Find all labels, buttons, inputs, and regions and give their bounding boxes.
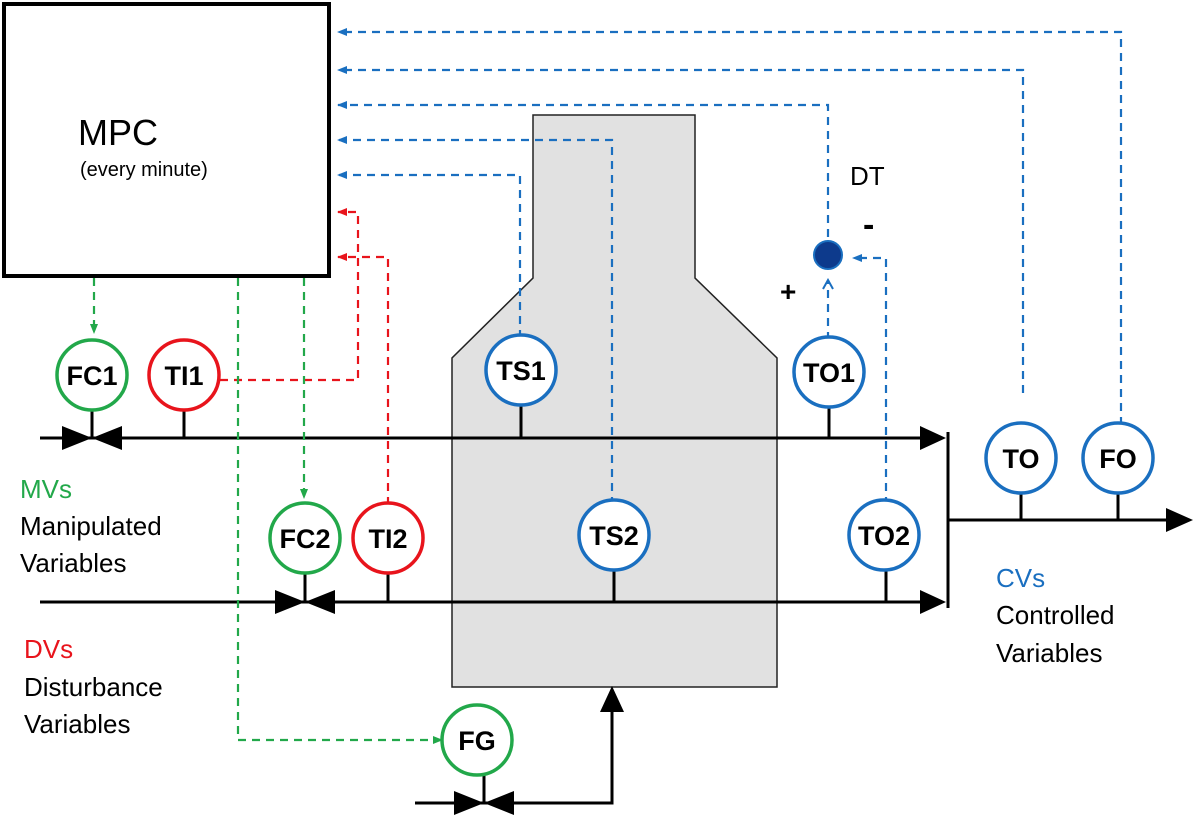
instrument-ti2[interactable]: TI2 [351, 501, 425, 575]
instrument-to1[interactable]: TO1 [792, 335, 866, 409]
dt-label: DT [850, 161, 885, 191]
cv-signal-lines [337, 28, 1123, 505]
mpc-subtitle: (every minute) [80, 159, 208, 181]
instrument-ts2[interactable]: TS2 [577, 498, 651, 572]
cv-abbr: CVs [996, 563, 1045, 593]
dv-line2: Variables [24, 709, 130, 739]
mv-signal-lines [90, 278, 443, 744]
instrument-to[interactable]: TO [984, 421, 1058, 495]
mv-line1: Manipulated [20, 511, 162, 541]
instrument-fg[interactable]: FG [440, 703, 514, 777]
instrument-ti1[interactable]: TI1 [147, 338, 221, 412]
pipe-arrowheads [600, 426, 1193, 712]
instrument-to2[interactable]: TO2 [847, 498, 921, 572]
cv-line2: Variables [996, 638, 1102, 668]
minus-sign: - [863, 206, 874, 244]
dv-line1: Disturbance [24, 672, 163, 702]
instrument-ts1[interactable]: TS1 [484, 333, 558, 407]
mv-line2: Variables [20, 548, 126, 578]
mpc-box [2, 2, 331, 278]
instrument-label: FC2 [279, 524, 330, 554]
instrument-label: TO1 [803, 358, 855, 388]
instrument-label: TS1 [496, 356, 546, 386]
mpc-title: MPC [78, 112, 158, 153]
valve-fc2[interactable] [275, 590, 335, 614]
instrument-label: TS2 [589, 521, 639, 551]
valve-fc1[interactable] [62, 426, 122, 450]
instrument-label: FG [458, 726, 496, 756]
instrument-label: FC1 [66, 361, 117, 391]
instrument-label: FO [1099, 444, 1137, 474]
instrument-fo[interactable]: FO [1081, 421, 1155, 495]
instrument-label: TI1 [164, 361, 203, 391]
mv-abbr: MVs [20, 474, 72, 504]
dt-junction [813, 240, 843, 270]
cv-line1: Controlled [996, 600, 1115, 630]
instrument-label: TI2 [368, 524, 407, 554]
dv-abbr: DVs [24, 634, 73, 664]
vessel [451, 114, 778, 688]
valve-fg[interactable] [454, 791, 514, 815]
instrument-fc2[interactable]: FC2 [268, 501, 342, 575]
plus-sign: + [780, 276, 796, 307]
instrument-fc1[interactable]: FC1 [55, 338, 129, 412]
instrument-label: TO2 [858, 521, 910, 551]
process-lines [40, 398, 1170, 805]
dv-signal-lines [220, 208, 390, 505]
instrument-label: TO [1002, 444, 1039, 474]
